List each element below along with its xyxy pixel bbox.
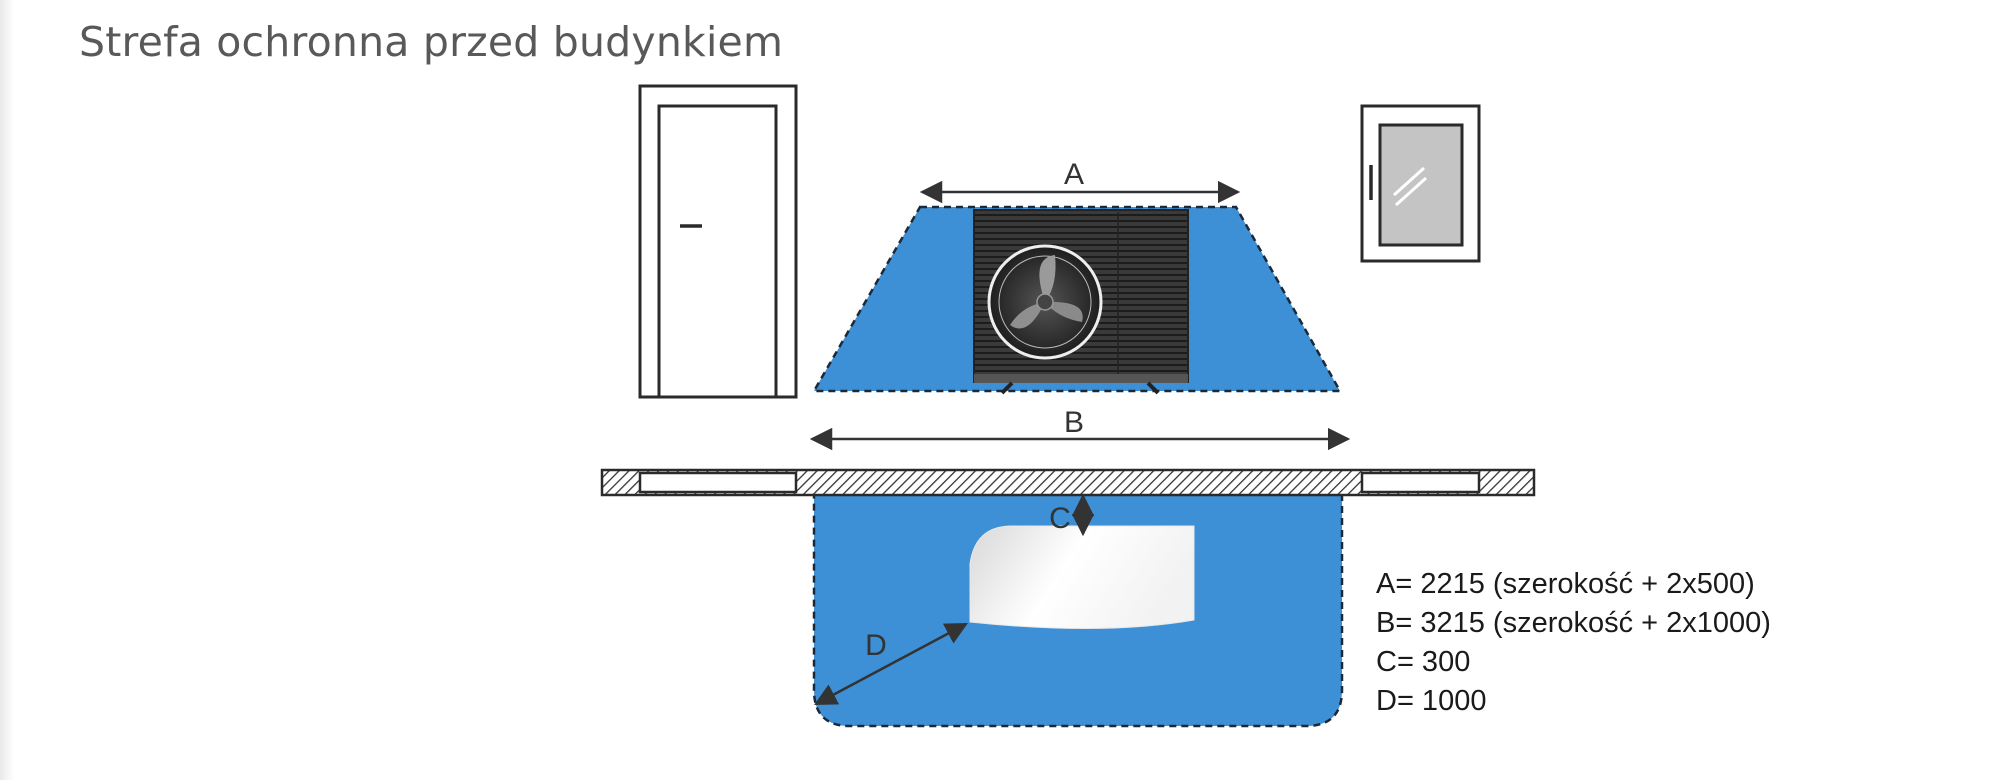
window-icon bbox=[1360, 104, 1481, 263]
door-opening bbox=[638, 471, 798, 494]
legend-item-b: B= 3215 (szerokość + 2x1000) bbox=[1376, 607, 1771, 639]
dimension-legend: A= 2215 (szerokość + 2x500) B= 3215 (sze… bbox=[1376, 565, 1771, 721]
page-title: Strefa ochronna przed budynkiem bbox=[79, 18, 784, 66]
door-icon bbox=[638, 84, 798, 399]
legend-item-c: C= 300 bbox=[1376, 646, 1471, 678]
legend-item-d: D= 1000 bbox=[1376, 685, 1487, 717]
heat-pump-unit-icon bbox=[973, 209, 1189, 395]
building-wall bbox=[600, 468, 1536, 497]
dimension-a-label: A bbox=[1064, 158, 1084, 191]
slide-edge-shadow bbox=[0, 0, 14, 780]
heat-pump-top-view-icon bbox=[969, 525, 1195, 630]
dimension-d-label: D bbox=[865, 629, 887, 662]
dimension-d-line bbox=[814, 622, 968, 706]
dimension-c-label: C bbox=[1049, 502, 1071, 535]
dimension-b-label: B bbox=[1064, 406, 1084, 439]
legend-item-a: A= 2215 (szerokość + 2x500) bbox=[1376, 568, 1755, 600]
window-opening bbox=[1360, 471, 1481, 494]
